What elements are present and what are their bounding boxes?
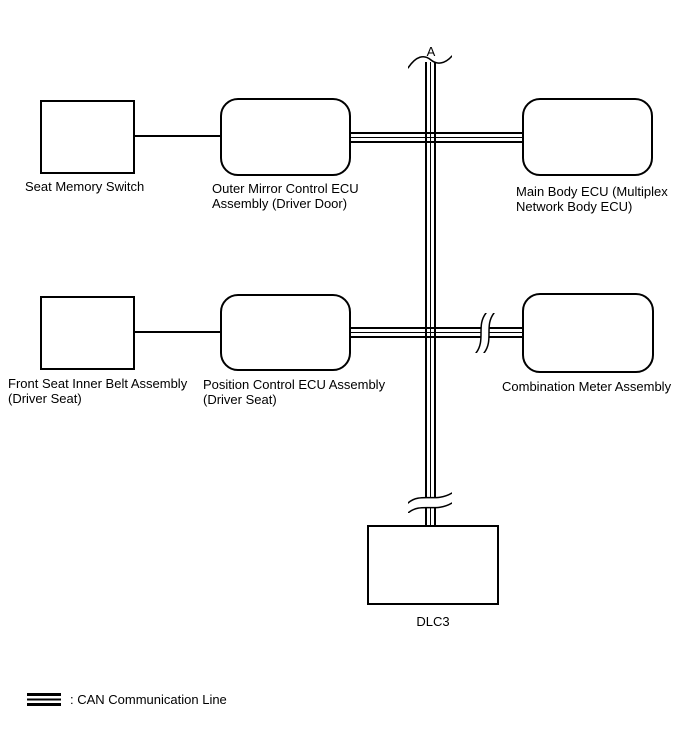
can-line-legend-icon [27,693,61,706]
label-position-control-ecu: Position Control ECU Assembly (Driver Se… [203,377,385,407]
node-seat-memory-switch [40,100,135,174]
bus-bottom-break-icon [408,492,452,513]
connector-seat-memory-to-outer-mirror [134,135,220,137]
node-combination-meter [522,293,654,373]
can-line-row1 [351,132,522,143]
node-main-body-ecu [522,98,653,176]
label-line: Main Body ECU (Multiplex [516,184,668,199]
label-line: Outer Mirror Control ECU [212,181,359,196]
connector-front-seat-to-position-control [134,331,220,333]
bus-top-break-icon [408,52,452,69]
label-line: Front Seat Inner Belt Assembly [8,376,188,391]
label-line: (Driver Seat) [203,392,277,407]
label-front-seat-inner-belt: Front Seat Inner Belt Assembly (Driver S… [8,376,187,406]
label-line: Assembly (Driver Door) [212,196,348,211]
label-seat-memory-switch: Seat Memory Switch [25,179,145,194]
label-dlc3: DLC3 [416,614,450,629]
can-bus-vertical [425,62,436,525]
can-line-break-icon [475,313,495,353]
label-line: (Driver Seat) [8,391,82,406]
label-combination-meter: Combination Meter Assembly [502,379,672,394]
node-position-control-ecu [220,294,351,371]
bus-marker-a: A [426,44,436,59]
label-line: Position Control ECU Assembly [203,377,386,392]
label-line: Network Body ECU) [516,199,633,214]
label-main-body-ecu: Main Body ECU (Multiplex Network Body EC… [516,184,668,214]
legend-text: : CAN Communication Line [70,692,227,707]
node-dlc3 [367,525,499,605]
node-front-seat-inner-belt [40,296,135,370]
can-line-row2 [351,327,522,338]
label-outer-mirror-ecu: Outer Mirror Control ECU Assembly (Drive… [212,181,359,211]
node-outer-mirror-ecu [220,98,351,176]
